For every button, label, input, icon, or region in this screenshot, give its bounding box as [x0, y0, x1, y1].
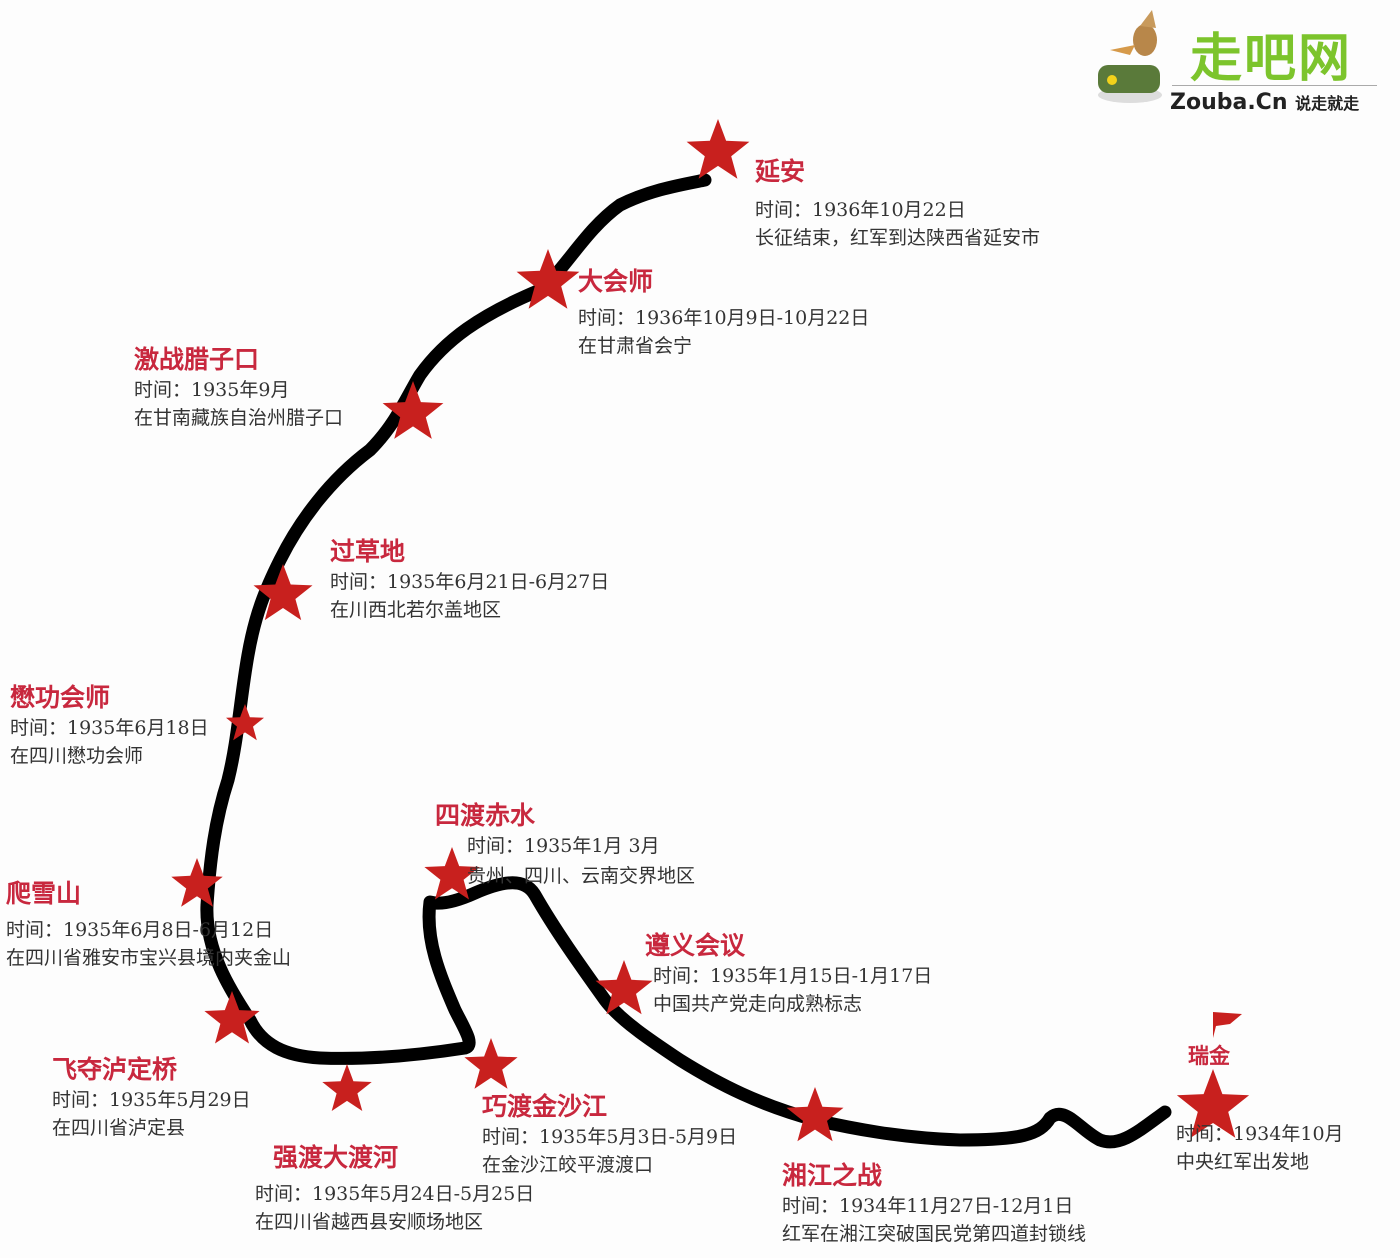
- stop-time: 时间：1935年5月24日-5月25日: [255, 1183, 535, 1205]
- stop-xiangjiang: 湘江之战 时间：1934年11月27日-12月1日 红军在湘江突破国民党第四道封…: [782, 1156, 1086, 1248]
- star-icon-yanan: [686, 119, 750, 179]
- stop-time: 时间：1934年11月27日-12月1日: [782, 1195, 1074, 1217]
- stop-dadu: 强渡大渡河 时间：1935年5月24日-5月25日 在四川省越西县安顺场地区: [255, 1138, 534, 1236]
- stop-desc: 在四川懋功会师: [10, 745, 144, 767]
- donkey-car-icon: [1098, 10, 1162, 103]
- star-icon-lazikou: [382, 381, 444, 439]
- stop-title: 巧渡金沙江: [482, 1092, 608, 1121]
- stop-title: 飞夺泸定桥: [52, 1055, 178, 1084]
- flag-icon: [1213, 1012, 1242, 1038]
- logo-brand: 走吧网: [1190, 29, 1353, 89]
- stop-time: 时间：1936年10月9日-10月22日: [578, 307, 870, 329]
- stop-title: 爬雪山: [6, 879, 82, 908]
- stop-desc: 在金沙江皎平渡渡口: [482, 1154, 654, 1176]
- logo-divider: [1172, 85, 1377, 86]
- stop-desc: 中央红军出发地: [1176, 1151, 1310, 1173]
- stop-yanan: 延安 时间：1936年10月22日 长征结束，红军到达陕西省延安市: [755, 152, 1040, 252]
- stop-dahuishi: 大会师 时间：1936年10月9日-10月22日 在甘肃省会宁: [578, 262, 869, 360]
- stop-desc: 在四川省泸定县: [52, 1117, 186, 1139]
- stop-time: 时间：1935年1月 3月: [467, 835, 660, 857]
- stop-time: 时间：1936年10月22日: [755, 199, 966, 221]
- stop-title: 四渡赤水: [435, 801, 536, 830]
- stop-time: 时间：1935年6月8日-6月12日: [6, 919, 274, 941]
- logo: 走吧网 Zouba.Cn 说走就走: [1090, 10, 1390, 120]
- stop-time: 时间：1935年9月: [134, 379, 290, 401]
- stop-desc: 在甘肃省会宁: [578, 335, 693, 357]
- stop-jinsha: 巧渡金沙江 时间：1935年5月3日-5月9日 在金沙江皎平渡渡口: [482, 1087, 737, 1179]
- route-line: [200, 173, 1172, 1149]
- star-icon-chishui: [424, 847, 480, 900]
- star-icon-dahuishi: [516, 249, 580, 309]
- stop-time: 时间：1935年1月15日-1月17日: [653, 965, 933, 987]
- stop-title: 遵义会议: [645, 931, 746, 960]
- stop-xueshan: 爬雪山 时间：1935年6月8日-6月12日 在四川省雅安市宝兴县境内夹金山: [6, 874, 291, 972]
- stop-desc: 在四川省越西县安顺场地区: [255, 1211, 484, 1233]
- stop-time: 时间：1935年5月3日-5月9日: [482, 1126, 738, 1148]
- stop-desc: 贵州、四川、云南交界地区: [467, 865, 696, 887]
- star-icon-luding: [204, 991, 260, 1044]
- stop-time: 时间：1935年6月21日-6月27日: [330, 571, 610, 593]
- stop-desc: 长征结束，红军到达陕西省延安市: [755, 227, 1041, 249]
- stop-desc: 中国共产党走向成熟标志: [653, 993, 863, 1015]
- stop-chishui: 四渡赤水 时间：1935年1月 3月 贵州、四川、云南交界地区: [435, 796, 695, 890]
- stop-title: 懋功会师: [10, 683, 111, 712]
- star-icon-zunyi: [595, 960, 653, 1015]
- stop-title: 延安: [755, 157, 806, 186]
- stop-title: 瑞金: [1188, 1043, 1230, 1068]
- star-icon-jinsha: [464, 1038, 518, 1089]
- logo-slogan: 说走就走: [1295, 94, 1360, 113]
- star-icon-xiangjiang: [786, 1087, 844, 1142]
- stop-time: 时间：1935年5月29日: [52, 1089, 251, 1111]
- stop-ruijin: 瑞金 时间：1934年10月 中央红军出发地: [1176, 1040, 1344, 1176]
- stop-zunyi: 遵义会议 时间：1935年1月15日-1月17日 中国共产党走向成熟标志: [645, 926, 932, 1018]
- stop-title: 过草地: [330, 537, 406, 566]
- star-icon-xueshan: [171, 858, 223, 907]
- stop-title: 强渡大渡河: [273, 1143, 399, 1172]
- stop-title: 湘江之战: [782, 1161, 883, 1190]
- stop-desc: 在甘南藏族自治州腊子口: [134, 407, 344, 429]
- stop-caodi: 过草地 时间：1935年6月21日-6月27日 在川西北若尔盖地区: [330, 532, 609, 624]
- logo-url: Zouba.Cn 说走就走: [1170, 90, 1359, 115]
- star-icon-caodi: [253, 564, 313, 621]
- stop-title: 激战腊子口: [134, 345, 260, 374]
- star-icon-maogong: [226, 704, 264, 741]
- stop-time: 时间：1935年6月18日: [10, 717, 209, 739]
- stop-time: 时间：1934年10月: [1176, 1123, 1344, 1145]
- stop-desc: 在川西北若尔盖地区: [330, 599, 502, 621]
- stop-desc: 在四川省雅安市宝兴县境内夹金山: [6, 947, 292, 969]
- logo-url-text: Zouba.Cn: [1170, 90, 1288, 115]
- star-icon-dadu: [322, 1064, 372, 1111]
- stop-luding: 飞夺泸定桥 时间：1935年5月29日 在四川省泸定县: [52, 1050, 251, 1142]
- stop-desc: 红军在湘江突破国民党第四道封锁线: [782, 1223, 1087, 1245]
- stop-title: 大会师: [578, 267, 654, 296]
- stop-maogong: 懋功会师 时间：1935年6月18日 在四川懋功会师: [10, 678, 209, 770]
- star-icon-ruijin: [1176, 1069, 1250, 1138]
- stop-lazikou: 激战腊子口 时间：1935年9月 在甘南藏族自治州腊子口: [134, 340, 343, 432]
